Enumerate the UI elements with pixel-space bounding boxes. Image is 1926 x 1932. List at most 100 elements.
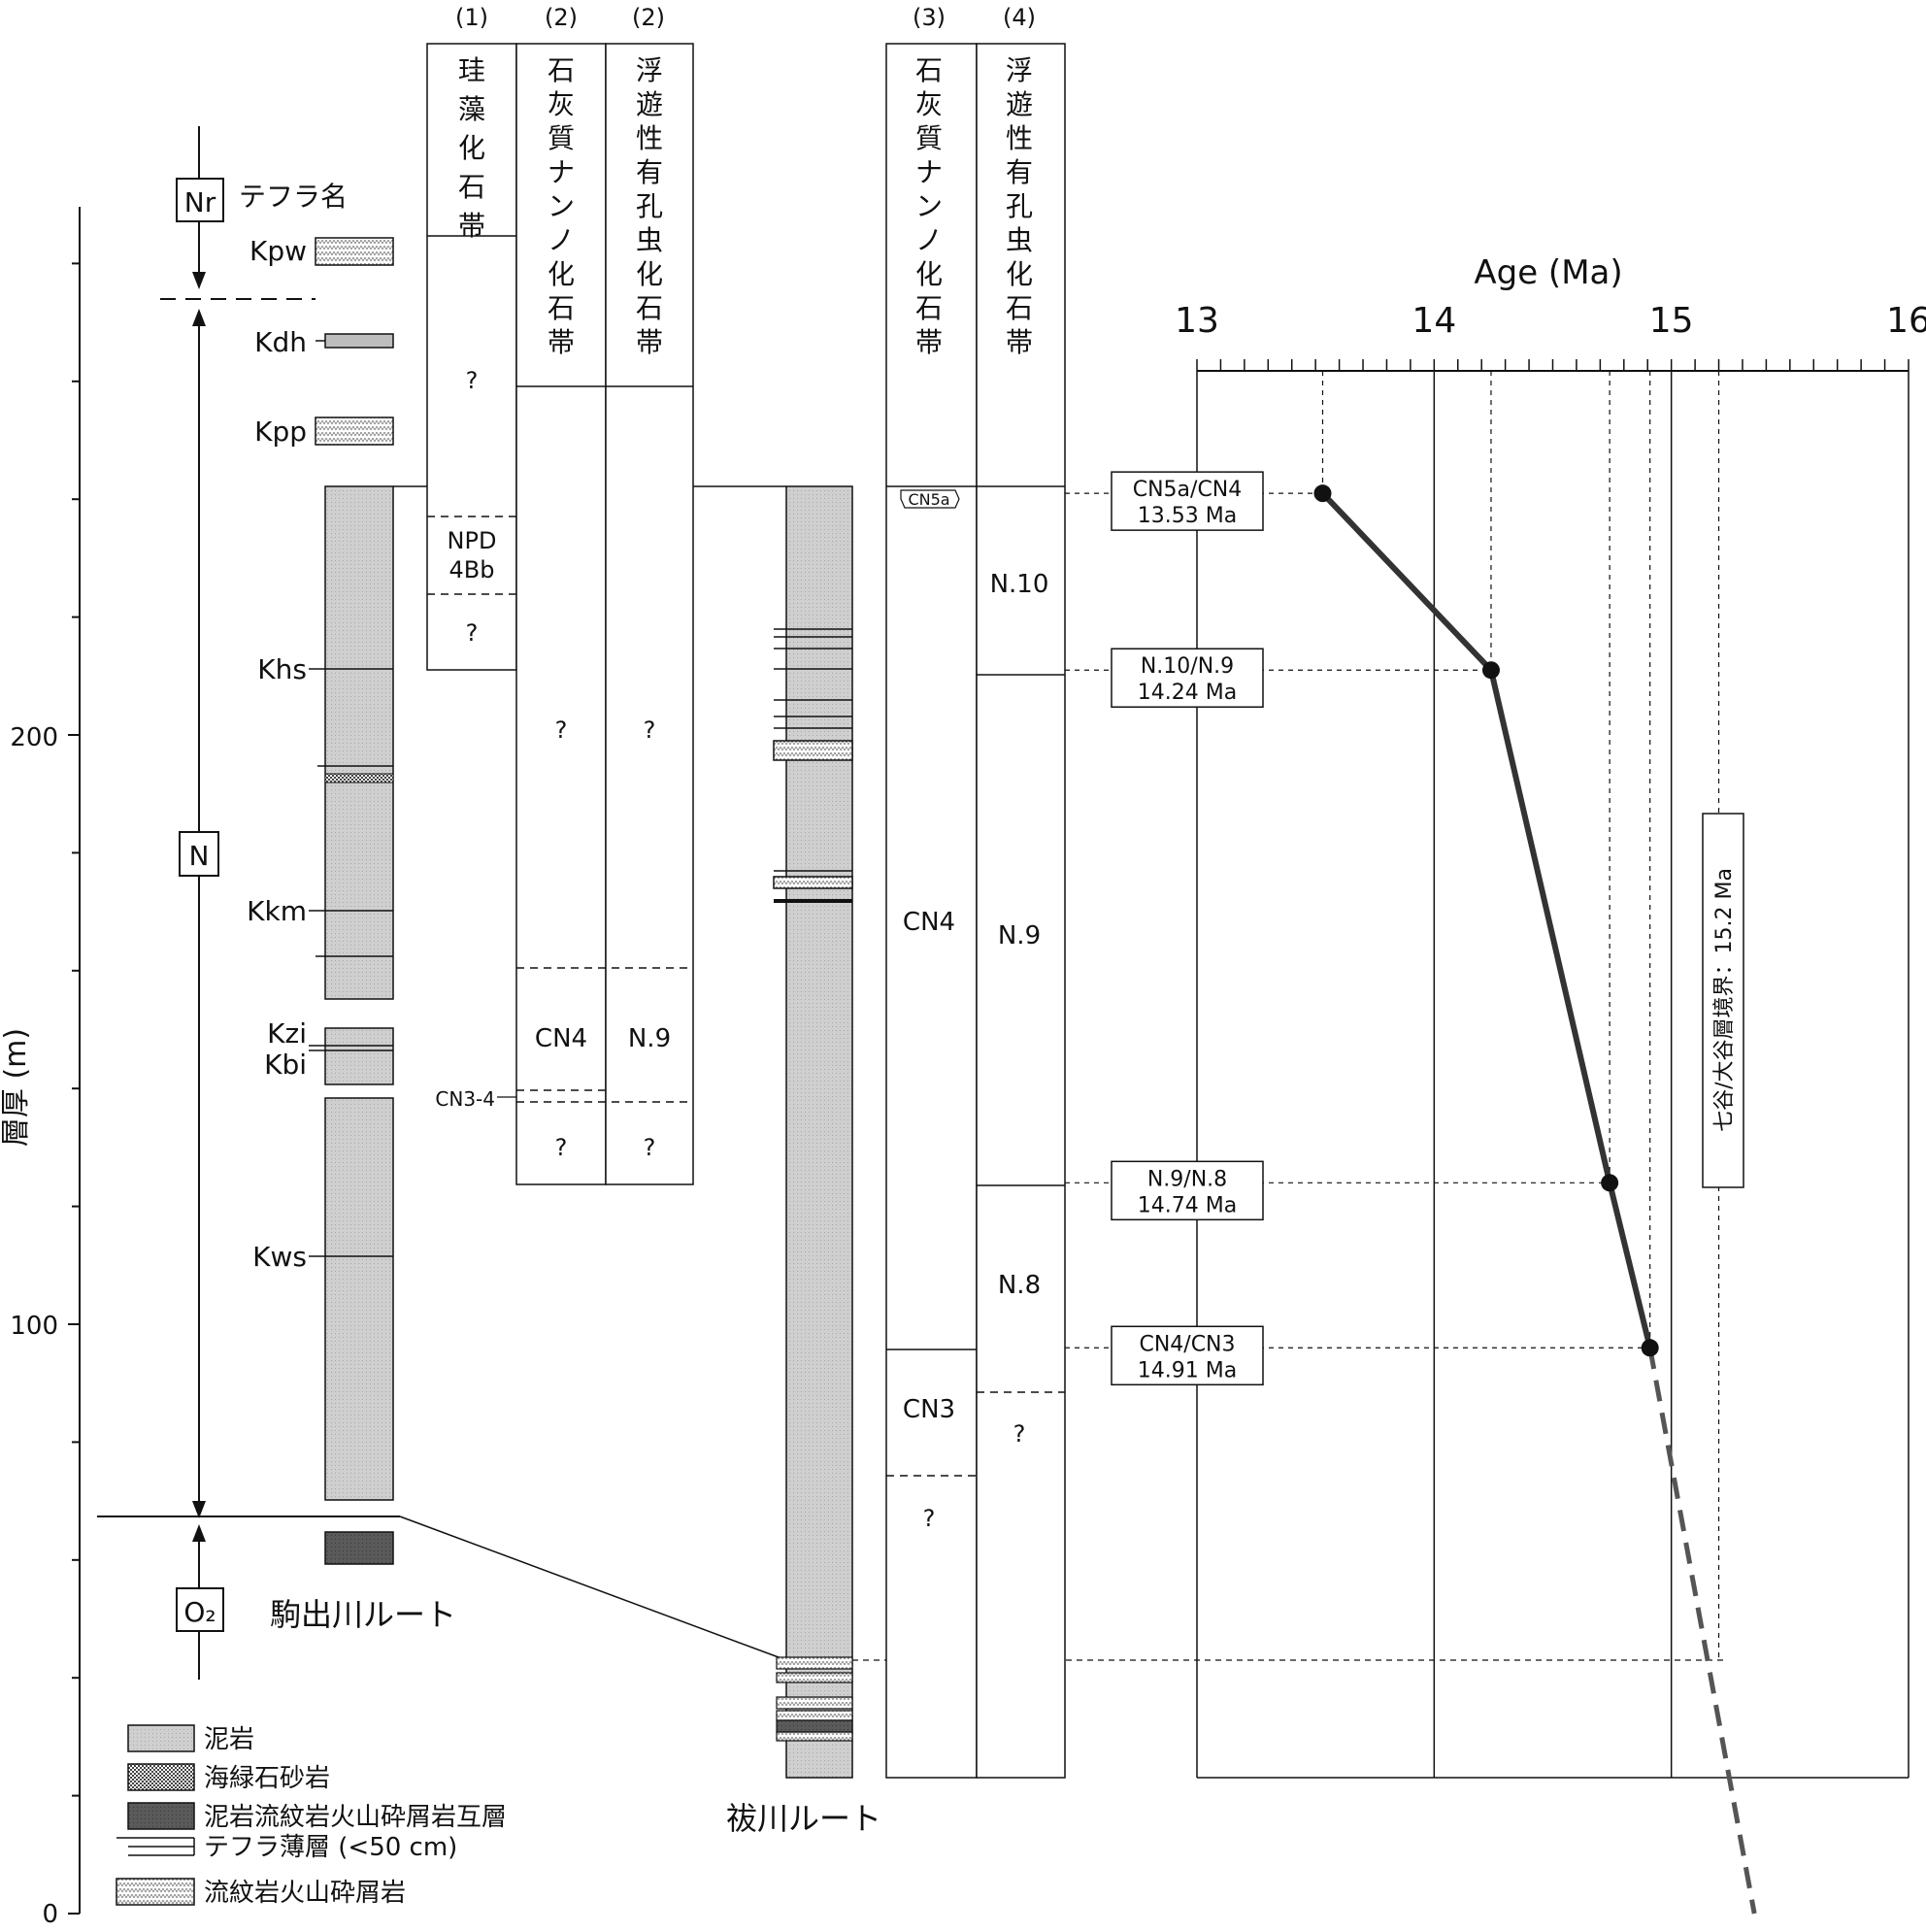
column-ref: (4) xyxy=(1003,4,1036,31)
column-title-char: ナ xyxy=(548,156,575,188)
zone-label: ? xyxy=(555,1134,568,1161)
column-title-char: 石 xyxy=(915,292,943,324)
column-title-char: 性 xyxy=(1006,122,1033,154)
column-title-char: ン xyxy=(548,190,575,222)
y-tick-label: 100 xyxy=(10,1312,58,1341)
correlation-lines xyxy=(393,485,1728,1661)
zone-label: ? xyxy=(1013,1420,1026,1448)
datum-age: 14.91 Ma xyxy=(1138,1358,1237,1382)
legend-label: 泥岩流紋岩火山砕屑岩互層 xyxy=(204,1803,507,1832)
boundary-label: 七谷/大谷層境界：15.2 Ma xyxy=(1712,868,1737,1132)
cn5a-zone-box xyxy=(900,489,960,509)
legend-swatch-rhyolite xyxy=(116,1878,195,1906)
age-tick-label: 14 xyxy=(1411,301,1456,341)
legend-label: 海緑石砂岩 xyxy=(204,1764,330,1793)
route-label-haraikawa: 祓川ルート xyxy=(726,1800,881,1837)
column-title-char: 化 xyxy=(636,258,663,290)
column-title-char: ノ xyxy=(548,224,575,256)
datum-point xyxy=(1641,1339,1659,1357)
column-title-char: 帯 xyxy=(915,326,943,358)
formation-code-o2: O₂ xyxy=(183,1596,216,1628)
column-title-char: 質 xyxy=(915,122,943,154)
y-tick-label: 0 xyxy=(42,1900,58,1929)
column-title-char: 藻 xyxy=(458,93,485,125)
age-model-segment xyxy=(1320,491,1494,673)
column-title-char: 石 xyxy=(548,54,575,86)
column-title-char: 有 xyxy=(1006,156,1033,188)
mudstone-unit xyxy=(324,1027,394,1085)
y-tick-label: 200 xyxy=(10,723,58,752)
zone-label: ? xyxy=(644,716,656,744)
column-title-char: 帯 xyxy=(636,326,663,358)
tephra-label: Kzi xyxy=(267,1017,307,1049)
rhyolite-bed xyxy=(776,1696,853,1710)
zone-label: CN3-4 xyxy=(435,1087,495,1111)
column-ref: (2) xyxy=(632,4,665,31)
tephra-key-code: Nr xyxy=(184,186,216,218)
column-title-char: 虫 xyxy=(636,224,663,256)
column-title-char: 化 xyxy=(548,258,575,290)
zone-label: ? xyxy=(466,367,479,394)
biozone-columns-left: (1) (2) (2) ? NPD 4Bb ? ? ? CN4 N.9 CN3-… xyxy=(426,4,694,1185)
column-title-char: 石 xyxy=(915,54,943,86)
column-title-char: 遊 xyxy=(1006,88,1033,120)
zone-label: CN4 xyxy=(903,908,955,937)
column-ref: (1) xyxy=(455,4,488,31)
legend-swatch-alternation xyxy=(127,1802,195,1830)
column-title-char: 孔 xyxy=(1006,190,1033,222)
column-title-char: 灰 xyxy=(915,88,943,120)
zone-label: ? xyxy=(466,619,479,647)
age-axis-title: Age (Ma) xyxy=(1474,253,1622,292)
column-title-char: 石 xyxy=(458,171,485,203)
haraikawa-route-column: 祓川ルート xyxy=(726,485,881,1837)
legend-label: テフラ薄層 (<50 cm) xyxy=(204,1833,457,1862)
tephra-label: Kpp xyxy=(254,416,307,448)
tephra-key-box xyxy=(176,178,224,222)
zone-label: CN5a xyxy=(908,490,949,509)
column-title-char: 灰 xyxy=(548,88,575,120)
zone-label: CN4 xyxy=(535,1024,587,1053)
zone-label: CN3 xyxy=(903,1395,955,1424)
age-model-segment xyxy=(1488,669,1613,1183)
column-title-char: 化 xyxy=(458,132,485,164)
datum-point xyxy=(1601,1174,1619,1192)
datum-label-box xyxy=(1111,1325,1264,1386)
datum-point xyxy=(1313,484,1332,503)
alternation-bed xyxy=(776,1719,853,1733)
column-title-char: ナ xyxy=(915,156,943,188)
zone-label: ? xyxy=(923,1505,936,1532)
column-title-char: 有 xyxy=(636,156,663,188)
komaide-route-column: Kpw Kdh Kpp Khs Kkm Kzi Kbi Kws 駒出川ルート xyxy=(247,235,456,1633)
datum-name: CN5a/CN4 xyxy=(1133,478,1243,502)
tephra-kpp-bed xyxy=(315,416,394,446)
column-title-char: 石 xyxy=(636,292,663,324)
column-title-char: 帯 xyxy=(458,210,485,242)
zone-label: ? xyxy=(555,716,568,744)
route-label-komaide: 駒出川ルート xyxy=(270,1596,456,1633)
column-title-char: 帯 xyxy=(1006,326,1033,358)
datum-label-box xyxy=(1111,1160,1264,1221)
mudstone-unit xyxy=(324,1097,394,1501)
column-title-char: ノ xyxy=(915,224,943,256)
formation-annotations: Nr テフラ名 N O₂ 七谷層 大谷層 xyxy=(97,126,400,1680)
column-title-char: 性 xyxy=(636,122,663,154)
age-model-segment xyxy=(1607,1182,1653,1349)
column-title-char: 石 xyxy=(1006,292,1033,324)
tephra-kpw-bed xyxy=(315,237,394,266)
zone-label: N.9 xyxy=(998,921,1041,950)
age-tick-label: 16 xyxy=(1886,301,1926,341)
formation-code-box-o2 xyxy=(176,1587,224,1632)
age-tick-label: 13 xyxy=(1175,301,1219,341)
rhyolite-bed xyxy=(776,1656,853,1670)
datum-point xyxy=(1481,661,1500,680)
column-title-char: 化 xyxy=(915,258,943,290)
datum-age: 14.74 Ma xyxy=(1138,1193,1237,1217)
age-model-extrapolation xyxy=(1647,1347,1757,1915)
column-title-char: 浮 xyxy=(636,54,663,86)
rhyolite-bed xyxy=(776,1710,853,1721)
column-title-char: 浮 xyxy=(1006,54,1033,86)
zone-label: ? xyxy=(644,1134,656,1161)
y-axis-title: 層厚 (m) xyxy=(0,1028,33,1147)
